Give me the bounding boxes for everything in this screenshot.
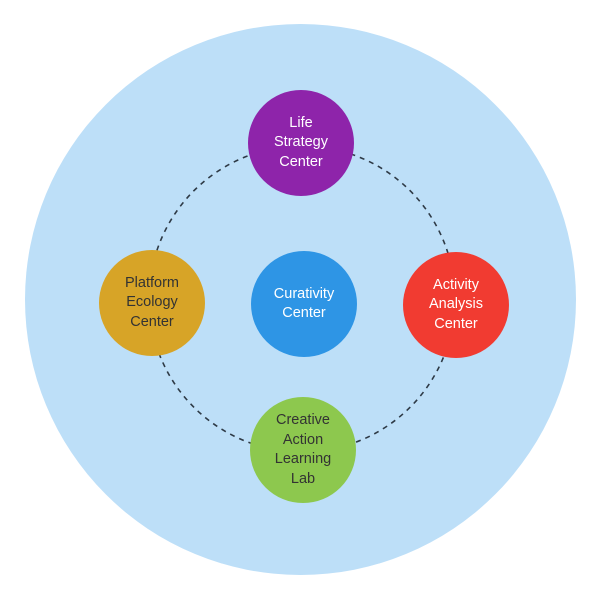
node-label-line: Analysis xyxy=(429,296,483,313)
node-creative-action-learning-lab: Creative Action Learning Lab xyxy=(250,397,356,503)
node-curativity-center: Curativity Center xyxy=(251,251,357,357)
node-life-strategy-center: Life Strategy Center xyxy=(248,90,354,196)
node-label-line: Ecology xyxy=(126,294,178,311)
node-label-line: Strategy xyxy=(274,134,328,151)
node-label-line: Center xyxy=(434,315,478,332)
node-label-line: Center xyxy=(279,153,323,170)
node-label-line: Center xyxy=(130,313,174,330)
node-platform-ecology-center: Platform Ecology Center xyxy=(99,250,205,356)
node-activity-analysis-center: Activity Analysis Center xyxy=(403,252,509,358)
node-label-line: Creative xyxy=(276,412,330,428)
node-label-line: Learning xyxy=(274,451,332,467)
node-label-line: Platform xyxy=(125,274,179,291)
node-label-line: Center xyxy=(282,305,326,321)
node-label-line: Life xyxy=(289,114,313,131)
node-label-line: Lab xyxy=(290,470,316,487)
node-label-line: Activity xyxy=(433,276,479,293)
node-label-line: Curativity xyxy=(273,285,335,302)
node-label-line: Action xyxy=(282,431,324,448)
